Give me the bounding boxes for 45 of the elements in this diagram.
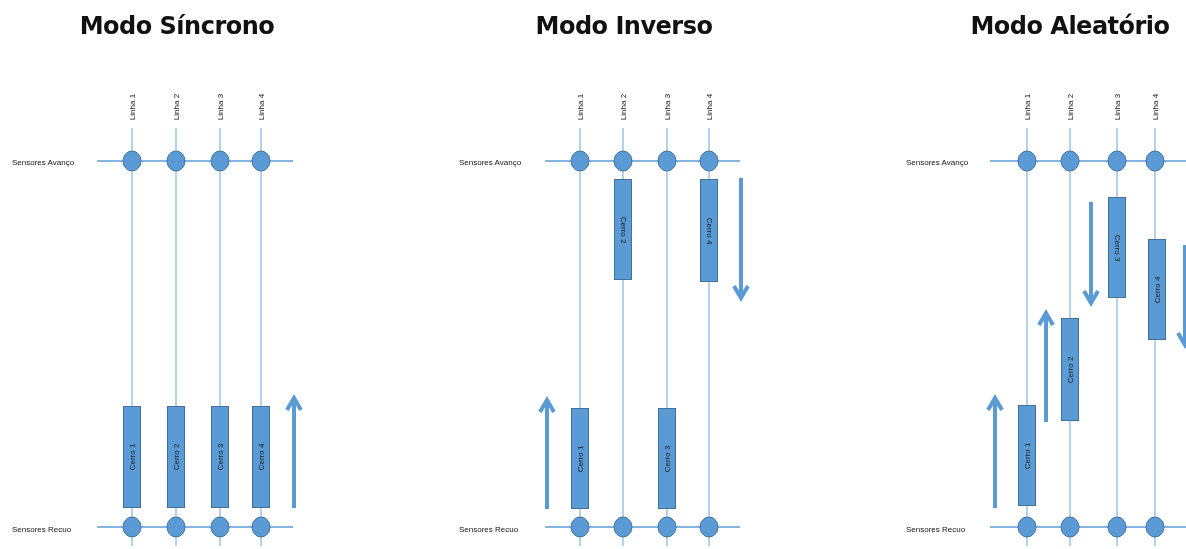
car-block [167,406,185,508]
car-block [123,406,141,508]
car-block [1061,318,1079,421]
line-label: Linha 1 [1022,93,1032,121]
car-label: Cerro 3 [662,445,672,472]
sensor-label: Sensores Recuo [906,524,966,534]
panel-title: Modo Inverso [535,12,713,40]
car-block [1148,239,1166,340]
car-block [571,408,589,509]
line-label: Linha 4 [256,93,266,121]
line-label: Linha 2 [1065,93,1075,121]
panel-title: Modo Aleatório [970,12,1170,40]
car-label: Cerro 3 [215,443,225,471]
sensor-label: Sensores Avanço [906,157,969,167]
sensor-label: Sensores Avanço [459,157,522,167]
car-label: Cerro 1 [575,445,585,472]
car-label: Cerro 3 [1112,234,1122,261]
car-block [211,406,229,508]
car-block [1108,197,1126,298]
car-block [1018,405,1036,506]
sensor-label: Sensores Recuo [459,524,519,534]
line-label: Linha 2 [171,93,181,121]
car-block [700,179,718,282]
car-label: Cerro 4 [256,443,266,471]
panel-title: Modo Síncrono [79,12,275,40]
sensor-label: Sensores Avanço [12,157,75,167]
car-block [252,406,270,508]
line-label: Linha 4 [704,93,714,121]
sensor-label: Sensores Recuo [12,524,72,534]
car-label: Cerro 4 [704,217,714,244]
car-label: Cerro 1 [1022,442,1032,469]
line-label: Linha 3 [1112,93,1122,121]
car-label: Cerro 2 [171,443,181,471]
car-block [658,408,676,509]
line-label: Linha 4 [1150,93,1160,121]
line-label: Linha 1 [575,93,585,121]
line-label: Linha 3 [215,93,225,121]
car-label: Cerro 4 [1152,276,1162,303]
line-label: Linha 2 [618,93,628,121]
car-block [614,179,632,280]
line-label: Linha 3 [662,93,672,121]
car-label: Cerro 1 [127,443,137,471]
car-label: Cerro 2 [1065,356,1075,383]
car-label: Cerro 2 [618,216,628,243]
line-label: Linha 1 [127,93,137,121]
